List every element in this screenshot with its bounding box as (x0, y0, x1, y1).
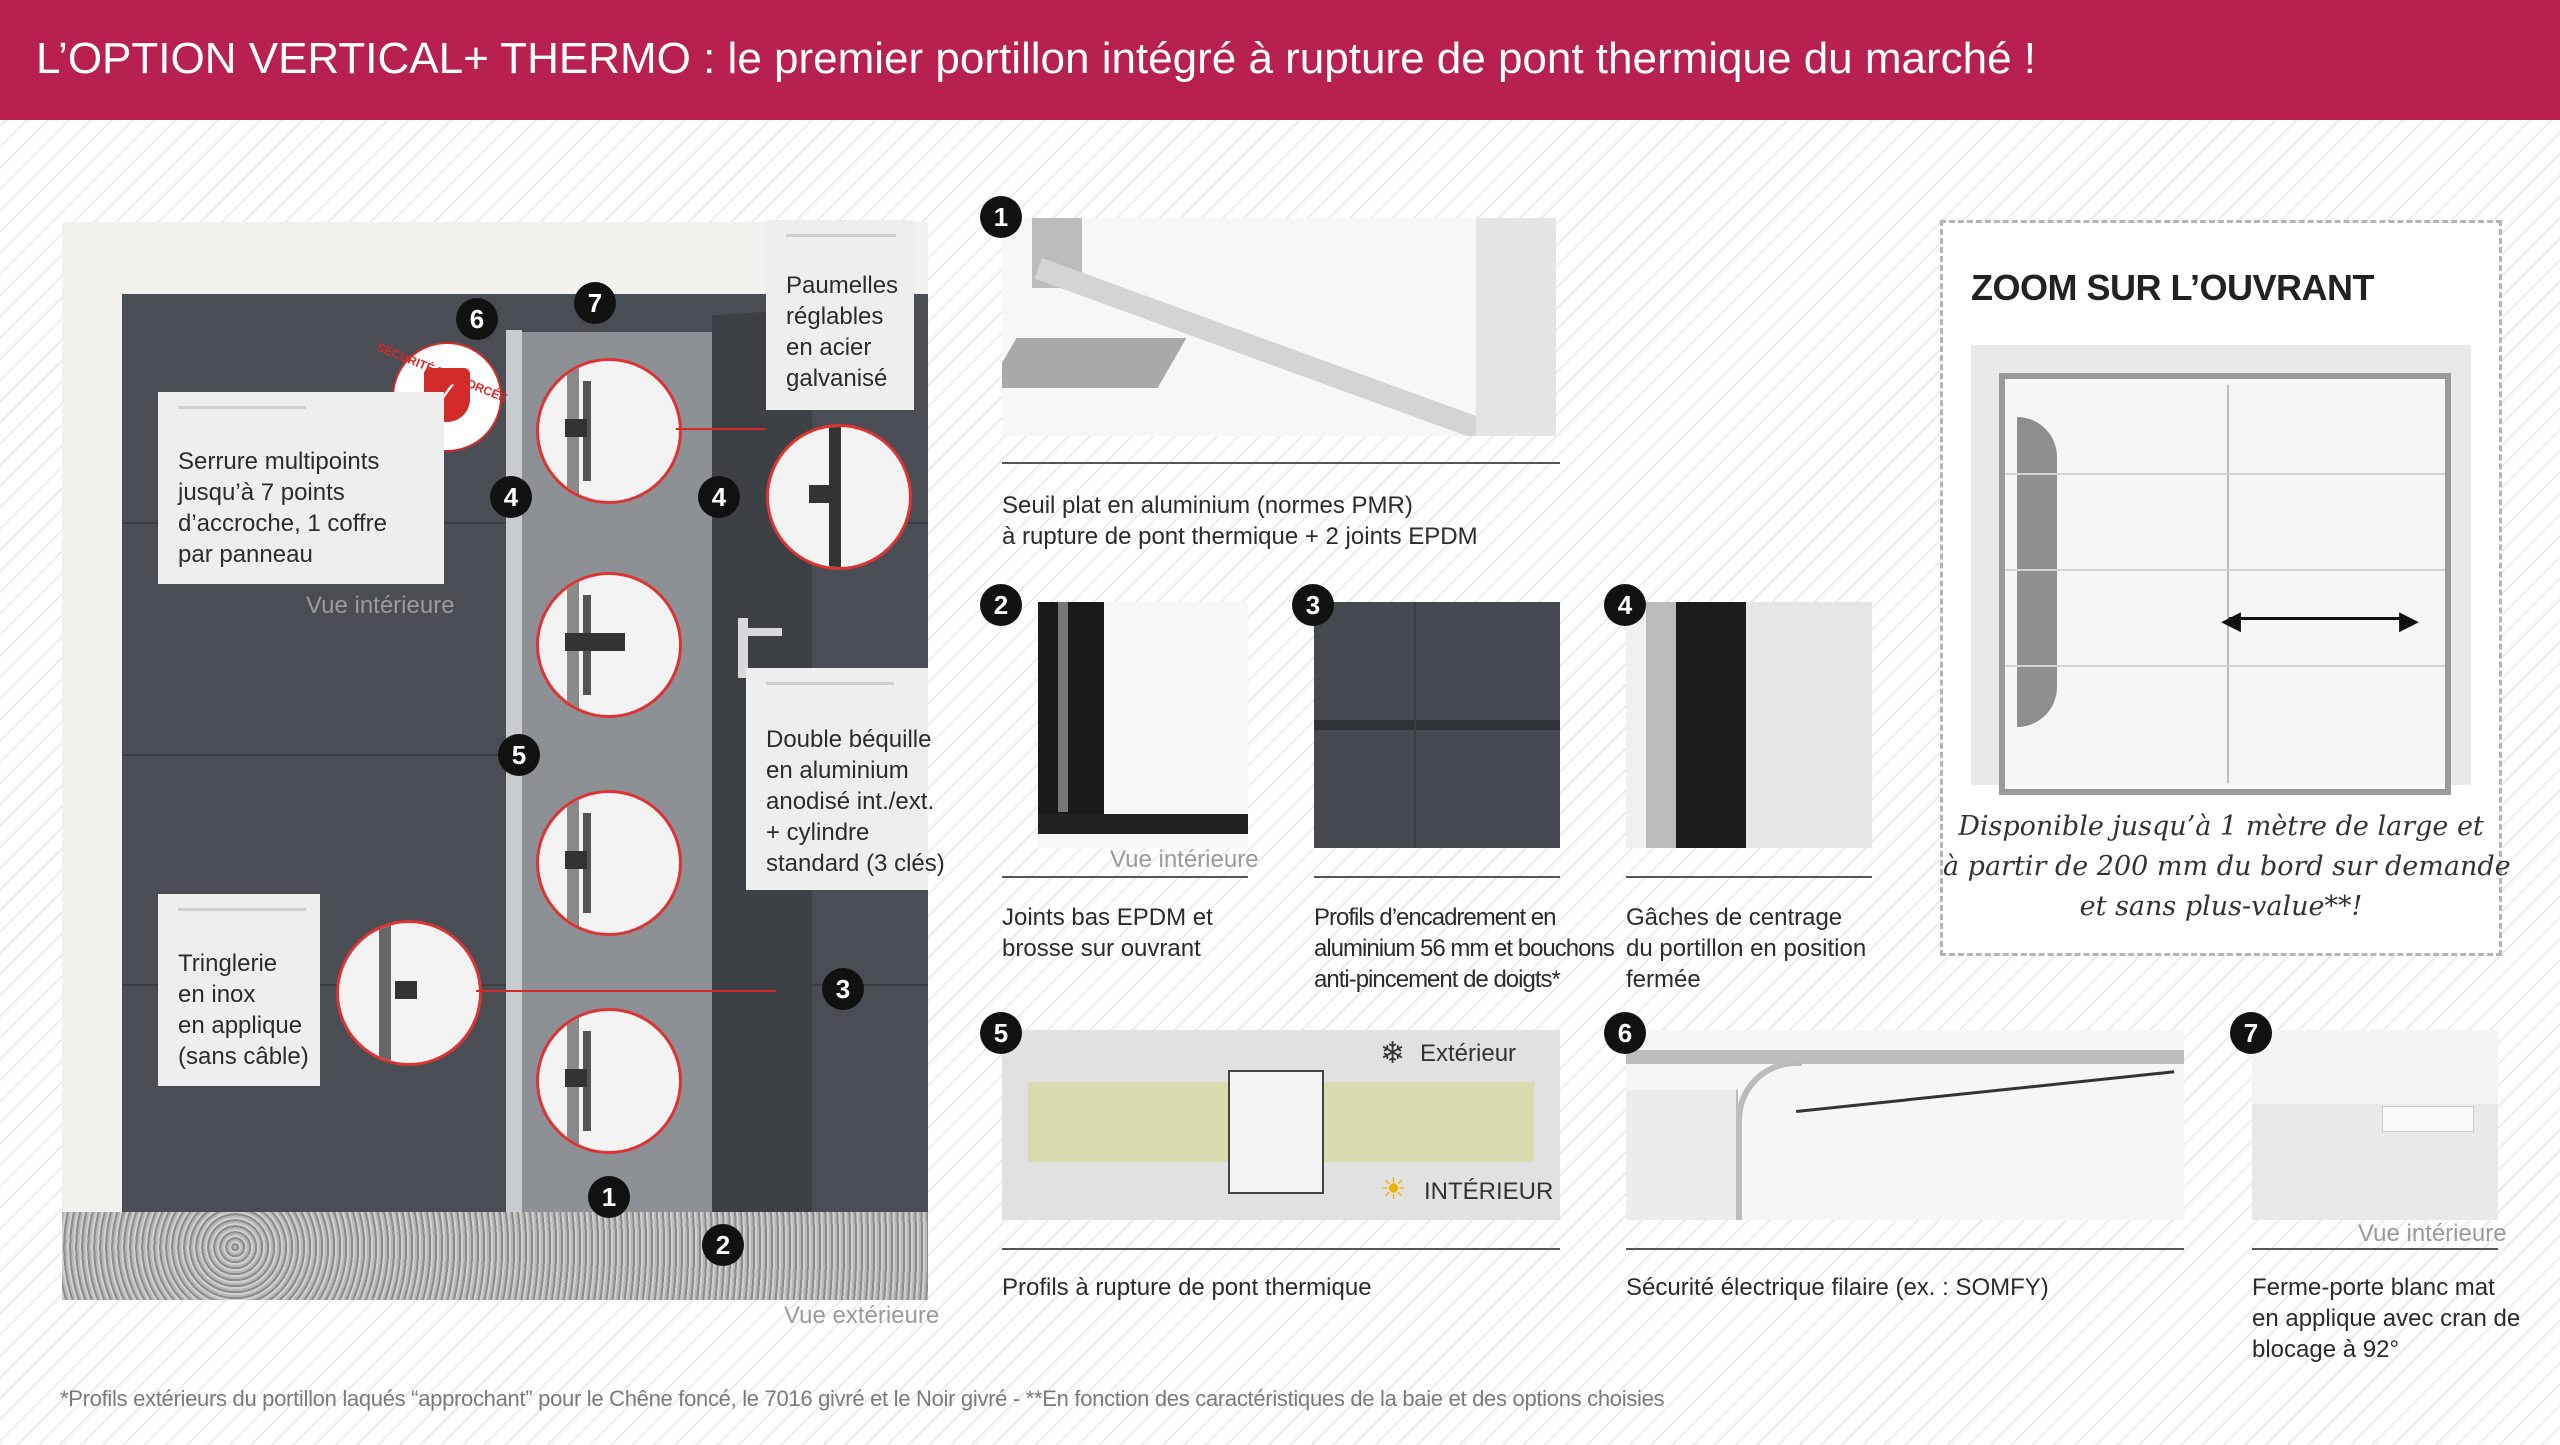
zoom-box: ZOOM SUR L’OUVRANT ◀ ▶ Disponible jusqu’… (1940, 220, 2511, 956)
zoom-lens-handle (536, 572, 682, 718)
feature-7-caption: Vue intérieure (2358, 1220, 2507, 1247)
arrow-left-icon: ◀ (2221, 605, 2241, 635)
feature-rule (1626, 876, 1872, 878)
feature-rule (1002, 876, 1248, 878)
badge-6: 6 (1604, 1012, 1646, 1054)
badge-4: 4 (1604, 584, 1646, 626)
threshold-section (1002, 338, 1187, 388)
badge-2: 2 (980, 584, 1022, 626)
badge-1: 1 (980, 196, 1022, 238)
insulation-panel (1028, 1082, 1228, 1162)
zoom-title: ZOOM SUR L’OUVRANT (1971, 267, 2375, 308)
door-closer-arm (2382, 1106, 2474, 1132)
zoom-lens-hinge (766, 424, 912, 570)
feature-6-photo (1626, 1030, 2184, 1220)
feature-4-text: Gâches de centrage du portillon en posit… (1626, 904, 1867, 993)
feature-3-photo (1314, 602, 1560, 848)
door-edge (1038, 602, 1104, 822)
header-banner: L’OPTION VERTICAL+ THERMO : le premier p… (0, 0, 2560, 120)
width-arrow (2229, 617, 2407, 620)
badge-4: 4 (490, 476, 532, 518)
leader-line (476, 990, 776, 992)
door-seam (2005, 665, 2445, 667)
callout-double-bequille: Double béquille en aluminium anodisé int… (746, 668, 945, 890)
badge-1: 1 (588, 1176, 630, 1218)
insulation-panel (1320, 1082, 1534, 1162)
feature-1-photo (1002, 218, 1556, 436)
wicket-outline (2227, 385, 2229, 783)
strike-plate (1676, 602, 1746, 848)
glazed-insert (2017, 417, 2057, 727)
brush-seal (1038, 814, 1248, 834)
feature-1-text: Seuil plat en aluminium (normes PMR) à r… (1002, 492, 1478, 550)
door-edge (1058, 602, 1068, 812)
callout-serrure: Serrure multipoints jusqu’à 7 points d’a… (158, 392, 444, 584)
door-handle (738, 628, 782, 636)
zoom-lens-lock (536, 790, 682, 936)
feature-rule (1626, 1248, 2184, 1250)
caption-vue-interieure: Vue intérieure (306, 592, 455, 619)
sun-icon: ☀ (1380, 1173, 1407, 1206)
garage-door-top (1626, 1090, 1738, 1220)
strike-frame (1646, 602, 1676, 848)
page-title: L’OPTION VERTICAL+ THERMO : le premier p… (36, 34, 2037, 83)
zoom-lens-rod (336, 920, 482, 1066)
zoom-lens-lock (536, 358, 682, 504)
frame-profile (1414, 602, 1416, 848)
door-seam (2005, 569, 2445, 571)
thermal-break-profile (1228, 1070, 1324, 1194)
feature-rule (1002, 462, 1560, 464)
feature-3-text: Profils d’encadrement en aluminium 56 mm… (1314, 904, 1615, 993)
strike-frame (1746, 602, 1872, 848)
safety-cable (1796, 1070, 2175, 1113)
badge-5: 5 (980, 1012, 1022, 1054)
feature-6-text: Sécurité électrique filaire (ex. : SOMFY… (1626, 1274, 2049, 1301)
badge-3: 3 (822, 968, 864, 1010)
badge-5: 5 (498, 734, 540, 776)
badge-4: 4 (698, 476, 740, 518)
badge-7: 7 (2230, 1012, 2272, 1054)
feature-7-text: Ferme-porte blanc mat en applique avec c… (2252, 1274, 2521, 1363)
door-handle (738, 618, 748, 678)
badge-7: 7 (574, 282, 616, 324)
door-seam (2005, 473, 2445, 475)
callout-tringlerie: Tringlerie en inox en applique (sans câb… (158, 894, 320, 1086)
label-interieur: INTÉRIEUR (1424, 1178, 1554, 1205)
feature-5-photo: ❄ Extérieur ☀ INTÉRIEUR (1002, 1030, 1560, 1220)
zoom-photo: ◀ ▶ (1971, 345, 2471, 795)
zoom-note: Disponible jusqu’à 1 mètre de large et à… (1943, 811, 2511, 922)
feature-2-text: Joints bas EPDM et brosse sur ouvrant (1002, 904, 1213, 962)
badge-6: 6 (456, 298, 498, 340)
snowflake-icon: ❄ (1380, 1037, 1406, 1070)
frame-profile (1314, 720, 1560, 730)
feature-5-text: Profils à rupture de pont thermique (1002, 1274, 1372, 1301)
feature-rule (1002, 1248, 1560, 1250)
zoom-lens-lock (536, 1008, 682, 1154)
ceiling-rail (1626, 1050, 2184, 1064)
arrow-right-icon: ▶ (2399, 605, 2419, 635)
wall-panel (1476, 218, 1556, 436)
leader-line (676, 428, 766, 430)
garage-door-white (1999, 373, 2451, 795)
feature-2-photo (1038, 602, 1248, 848)
feature-7-photo (2252, 1030, 2498, 1220)
badge-3: 3 (1292, 584, 1334, 626)
feature-rule (2252, 1248, 2498, 1250)
curved-rail (1736, 1060, 1802, 1220)
feature-rule (1314, 876, 1560, 878)
gravel-ground (62, 1212, 928, 1300)
feature-2-caption: Vue intérieure (1110, 846, 1259, 873)
caption-vue-exterieure: Vue extérieure (784, 1302, 940, 1329)
feature-4-photo (1626, 602, 1872, 848)
footnote: *Profils extérieurs du portillon laqués … (60, 1386, 1665, 1411)
badge-2: 2 (702, 1224, 744, 1266)
callout-paumelles: Paumelles réglables en acier galvanisé (766, 220, 914, 410)
label-exterieur: Extérieur (1420, 1040, 1517, 1067)
